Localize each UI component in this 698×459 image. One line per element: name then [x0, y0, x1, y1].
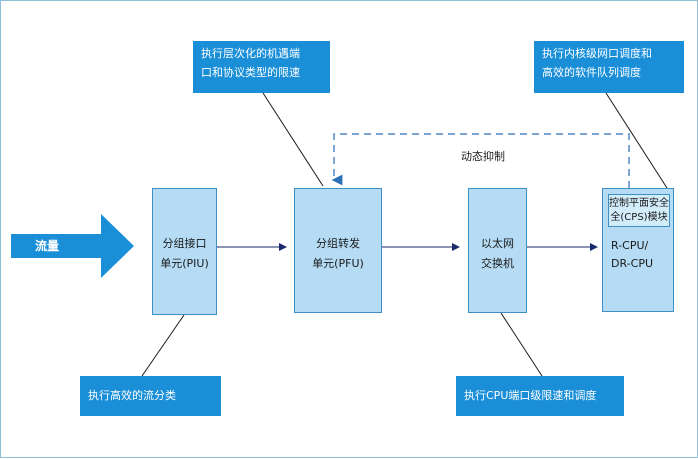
- leader-top-middle: [262, 92, 324, 187]
- box-cpu: 控制平面安全 全(CPS)模块 R-CPU/ DR-CPU: [602, 188, 674, 312]
- box-label-line: 以太网: [481, 237, 514, 250]
- dynamic-suppression-label: 动态抑制: [461, 150, 505, 163]
- box-label-line: DR-CPU: [611, 257, 654, 270]
- box-label-line: 分组转发: [316, 237, 360, 250]
- box-packet-forwarding-unit: 分组转发 单元(PFU): [294, 188, 382, 313]
- box-label-line: 分组接口: [162, 237, 207, 250]
- callout-text-line: 执行层次化的机遇端: [201, 47, 300, 60]
- box-label-line: 单元(PIU): [160, 257, 209, 270]
- leader-bottom-left: [141, 314, 185, 377]
- cps-label-line: 全(CPS)模块: [610, 212, 668, 223]
- traffic-flow-arrow: [11, 214, 134, 278]
- callout-flow-classification: 执行高效的流分类: [80, 376, 221, 416]
- box-label-line: R-CPU/: [611, 239, 649, 252]
- callout-text-line: 高效的软件队列调度: [542, 66, 641, 79]
- callout-text-line: 执行高效的流分类: [88, 389, 176, 402]
- callout-text-line: 执行CPU端口级限速和调度: [464, 389, 597, 402]
- callout-text-line: 口和协议类型的限速: [201, 66, 300, 79]
- callout-hierarchical-rate-limit: 执行层次化的机遇端 口和协议类型的限速: [193, 41, 330, 93]
- dynamic-suppression-path: [331, 133, 630, 188]
- box-ethernet-switch: 以太网 交换机: [468, 188, 527, 313]
- box-label-line: 单元(PFU): [312, 257, 364, 270]
- leader-top-right: [605, 92, 668, 189]
- box-packet-interface-unit: 分组接口 单元(PIU): [152, 188, 217, 315]
- cps-module: 控制平面安全 全(CPS)模块: [608, 194, 670, 227]
- box-label-line: 交换机: [481, 257, 514, 270]
- callout-text-line: 执行内核级网口调度和: [542, 47, 652, 60]
- callout-cpu-port-rate-limit: 执行CPU端口级限速和调度: [456, 376, 624, 416]
- cps-label-line: 控制平面安全: [609, 198, 669, 209]
- leader-bottom-right: [500, 312, 543, 377]
- callout-kernel-scheduling: 执行内核级网口调度和 高效的软件队列调度: [534, 41, 684, 93]
- traffic-label: 流量: [35, 239, 60, 253]
